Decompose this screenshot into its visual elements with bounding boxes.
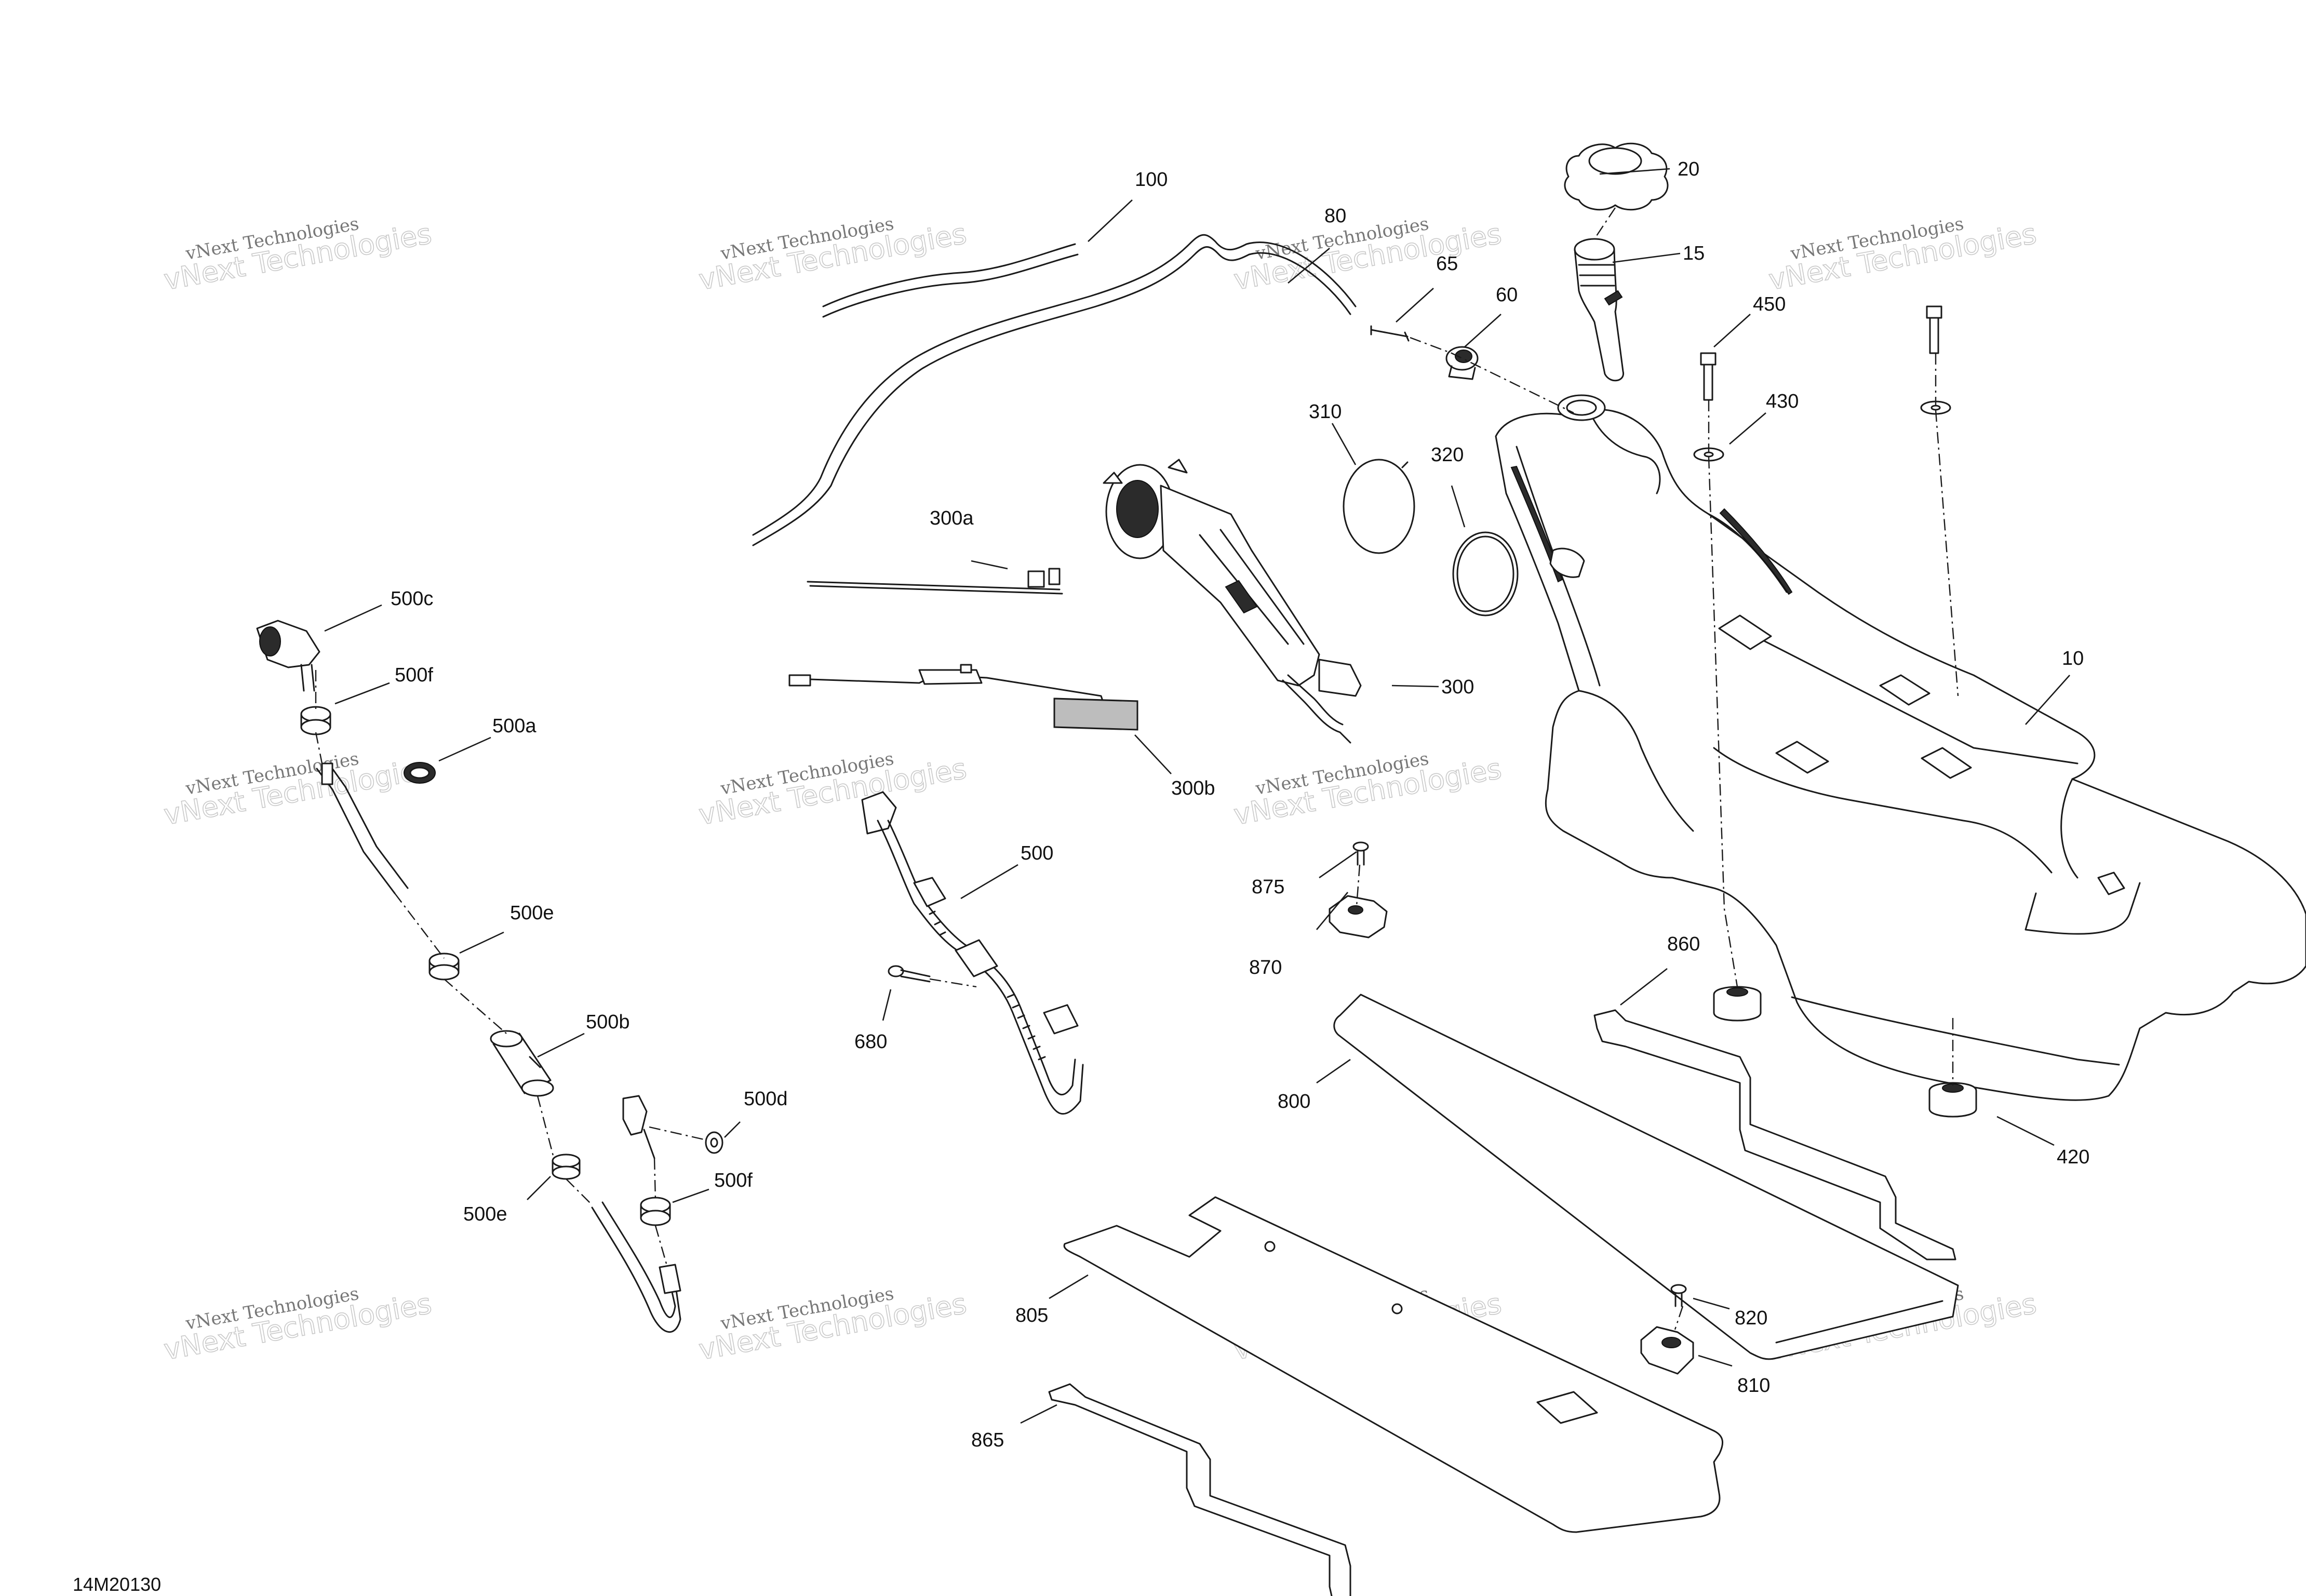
- watermark: vNext Technologies vNext Technologies: [696, 748, 969, 832]
- part-680-bolt: [888, 965, 931, 983]
- part-800-plate: [1333, 994, 1959, 1360]
- callout-20: 20: [1678, 158, 1699, 180]
- part-20-fuel-cap: [1564, 142, 1669, 211]
- part-805-plate: [1063, 1196, 1724, 1533]
- callout-65: 65: [1436, 253, 1458, 275]
- diagram-id-label: 14M20130: [73, 1574, 161, 1595]
- callout-500e-lower: 500e: [463, 1203, 507, 1225]
- callout-810: 810: [1737, 1375, 1770, 1397]
- callout-500d: 500d: [744, 1088, 788, 1110]
- callout-420: 420: [2057, 1146, 2089, 1168]
- callout-500a: 500a: [492, 715, 537, 737]
- part-450-bolt-right: [1926, 305, 1942, 354]
- part-300a-sender-rod: [807, 568, 1063, 595]
- watermark: vNext Technologies vNext Technologies: [161, 1283, 434, 1367]
- part-310-lock-ring: [1343, 459, 1415, 554]
- callout-10: 10: [2062, 648, 2084, 669]
- callout-320: 320: [1431, 444, 1464, 466]
- callout-450: 450: [1753, 293, 1786, 315]
- callout-870: 870: [1249, 957, 1282, 978]
- part-420-rubber-mount-right: [1928, 1082, 1977, 1118]
- watermark: vNext Technologies vNext Technologies: [161, 213, 434, 297]
- part-420-rubber-mount: [1713, 986, 1762, 1022]
- part-500d-washer: [705, 1131, 723, 1154]
- callout-860: 860: [1667, 933, 1700, 955]
- part-100-vent-hose: [752, 234, 1357, 546]
- callout-500e-upper: 500e: [510, 902, 554, 924]
- part-10-fuel-tank: [1495, 394, 2306, 1101]
- callout-500f-lower: 500f: [714, 1170, 753, 1191]
- part-500d-connector: [622, 1095, 655, 1159]
- leader-lines: [324, 168, 2070, 1424]
- callout-15: 15: [1683, 243, 1705, 264]
- callout-500c: 500c: [391, 588, 433, 610]
- callout-800: 800: [1278, 1091, 1310, 1112]
- callouts: 20 15 60 65 80 100 450 430 10 310 320 30…: [391, 158, 2089, 1451]
- callout-500: 500: [1021, 842, 1053, 864]
- part-450-bolt: [1700, 352, 1717, 401]
- part-865-bracket: [1048, 1383, 1351, 1596]
- callout-820: 820: [1735, 1307, 1767, 1329]
- part-500e-clamp-lower: [552, 1154, 581, 1180]
- callout-300: 300: [1441, 676, 1474, 698]
- part-320-seal-ring: [1452, 531, 1519, 616]
- callout-80: 80: [1324, 205, 1346, 227]
- part-300-fuel-pump: [1103, 459, 1362, 744]
- callout-60: 60: [1496, 284, 1518, 306]
- callout-100: 100: [1135, 169, 1168, 191]
- watermark: vNext Technologies vNext Technologies: [696, 213, 969, 297]
- part-500f-clamp-top: [300, 706, 331, 735]
- watermark: vNext Technologies vNext Technologies: [1231, 213, 1504, 297]
- callout-680: 680: [854, 1031, 887, 1053]
- callout-310: 310: [1309, 401, 1342, 423]
- part-500-fuel-line: [861, 791, 1084, 1115]
- part-500-hose-lower: [591, 1201, 681, 1333]
- part-500a-clamp: [404, 762, 436, 784]
- callout-500f-top: 500f: [395, 664, 433, 686]
- callout-805: 805: [1015, 1305, 1048, 1326]
- part-300b-float-arm: [788, 664, 1138, 731]
- part-500e-clamp-upper: [428, 953, 460, 981]
- part-500c-elbow-connector: [256, 620, 320, 692]
- part-15-filler-neck: [1574, 238, 1624, 382]
- part-870-bracket: [1329, 895, 1388, 938]
- part-500-hose-upper: [316, 762, 409, 894]
- centerlines: [315, 207, 1959, 1330]
- watermark: vNext Technologies vNext Technologies: [1231, 748, 1504, 832]
- callout-300a: 300a: [930, 507, 974, 529]
- callout-500b: 500b: [586, 1011, 630, 1033]
- part-500f-clamp-lower: [640, 1197, 671, 1226]
- watermark: vNext Technologies vNext Technologies: [1766, 213, 2039, 297]
- callout-875: 875: [1252, 876, 1284, 898]
- part-860-bracket: [1593, 1009, 1956, 1260]
- part-810-clamp: [1640, 1326, 1694, 1375]
- part-65-screw: [1370, 325, 1410, 342]
- watermark: vNext Technologies vNext Technologies: [161, 748, 434, 832]
- part-60-valve: [1445, 346, 1479, 380]
- part-875-screw: [1352, 841, 1369, 866]
- callout-300b: 300b: [1171, 777, 1215, 799]
- part-820-screw: [1670, 1284, 1687, 1307]
- part-500b-fuel-filter: [490, 1030, 554, 1097]
- callout-865: 865: [971, 1429, 1004, 1451]
- watermark: vNext Technologies vNext Technologies: [696, 1283, 969, 1367]
- callout-430: 430: [1766, 391, 1799, 412]
